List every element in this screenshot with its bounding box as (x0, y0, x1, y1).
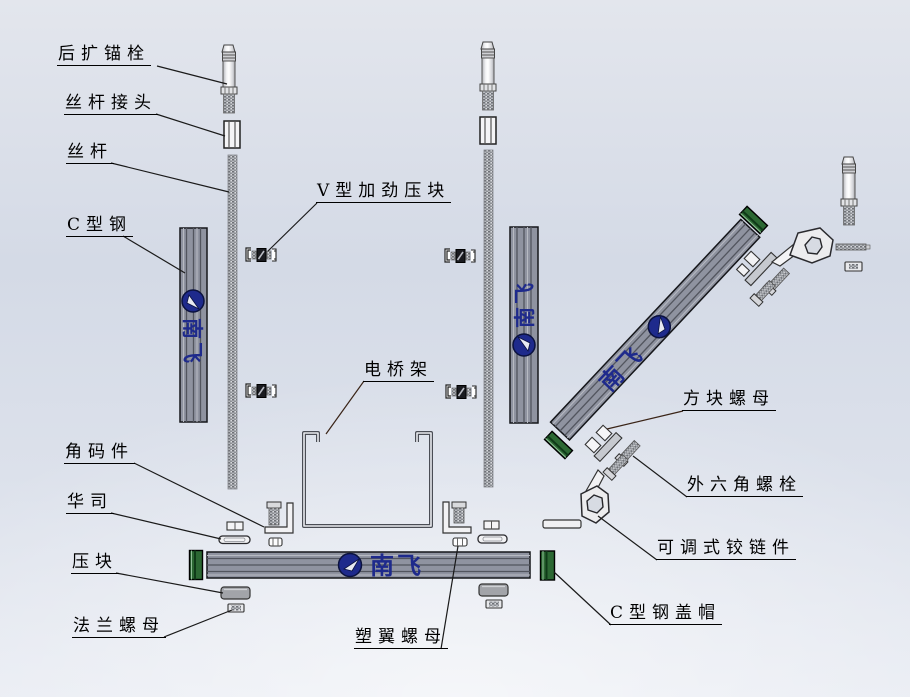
leader-adjustable-hinge (597, 515, 658, 561)
wing-nut-right (452, 537, 468, 547)
leader-hex-bolt (632, 455, 688, 498)
press-block-right (478, 583, 509, 597)
label-press-block: 压块 (71, 552, 119, 574)
label-square-nut: 方块螺母 (682, 389, 776, 411)
label-anchor-bolt: 后扩锚栓 (57, 44, 151, 66)
square-nut-lower-2 (584, 436, 602, 454)
square-nut-bottom-left (226, 521, 244, 531)
label-corner-bracket: 角码件 (64, 442, 135, 464)
label-washer: 华司 (66, 492, 114, 514)
brand-logo-horizontal: 南飞 (337, 552, 424, 580)
anchor-bolt-center (479, 41, 497, 111)
leader-square-nut (606, 410, 684, 430)
channel-cap-inclined-top (738, 205, 769, 235)
leader-flange-nut (163, 609, 233, 638)
adjustable-hinge-lower (542, 469, 610, 529)
threaded-rod-left (227, 154, 238, 490)
leader-c-channel (122, 235, 186, 274)
leader-c-channel-cap (553, 571, 612, 626)
leader-cable-tray (325, 380, 365, 435)
label-cable-tray: 电桥架 (363, 360, 434, 382)
flange-nut-right (485, 599, 503, 609)
v-clamp-set-4 (445, 384, 477, 399)
leader-wing-nut (440, 545, 459, 650)
label-c-channel-cap: C型钢盖帽 (609, 603, 723, 625)
square-nut-upper-1 (743, 250, 761, 268)
strap-plate-lower (593, 431, 623, 463)
adjustable-hinge-upper (770, 227, 834, 267)
press-block-left (220, 586, 251, 600)
label-wing-nut: 塑翼螺母 (354, 627, 448, 649)
hex-bolt-bottom-left (266, 501, 282, 526)
v-clamp-set-1 (245, 247, 277, 262)
corner-bracket-right (442, 501, 472, 534)
label-rod-connector: 丝杆接头 (64, 93, 158, 115)
corner-bracket-left (264, 502, 294, 534)
washer-left (218, 535, 251, 545)
channel-cap-inclined-bottom (543, 430, 574, 460)
washer-right (477, 534, 508, 544)
rod-connector-left (223, 120, 241, 149)
leader-lines (110, 65, 688, 650)
threaded-rod-stub-right (835, 243, 871, 251)
nut-right (844, 261, 863, 272)
label-v-clamp: V型加劲压块 (316, 181, 452, 203)
leader-press-block (115, 572, 224, 594)
cable-tray (302, 431, 433, 528)
brand-logo-text: 南飞 (513, 280, 537, 328)
square-nut-upper-2 (735, 262, 751, 278)
hex-bolt-bottom-right (451, 501, 467, 524)
brand-logo-right: 南飞 (512, 280, 537, 357)
brand-logo-inclined: 南飞 (595, 314, 672, 397)
leader-rod-connector (155, 113, 226, 137)
label-hex-bolt: 外六角螺栓 (686, 475, 803, 497)
leader-anchor-bolt (156, 65, 228, 85)
c-channel-right: 南飞 (509, 226, 539, 424)
wing-nut-left (268, 537, 283, 547)
label-threaded-rod: 丝杆 (66, 142, 114, 164)
v-clamp-set-3 (245, 383, 277, 398)
label-flange-nut: 法兰螺母 (72, 616, 166, 638)
leader-corner-bracket (133, 462, 265, 528)
threaded-rod-right (483, 149, 494, 488)
square-nut-bottom-right (483, 520, 500, 530)
v-clamp-set-2 (444, 248, 476, 263)
square-nut-lower-1 (595, 424, 613, 442)
c-channel-left: 南飞 (179, 227, 208, 423)
channel-cap-right (539, 550, 556, 581)
anchor-bolt-right (840, 156, 858, 226)
label-c-channel: C型钢 (66, 215, 134, 237)
leader-threaded-rod (110, 162, 230, 193)
channel-cap-left (188, 549, 204, 581)
strap-plate-upper (744, 251, 778, 287)
leader-washer (110, 512, 222, 540)
label-adjustable-hinge: 可调式铰链件 (656, 538, 796, 560)
brand-logo-left: 南飞 (180, 289, 205, 366)
brand-logo-text: 南飞 (370, 552, 424, 580)
hex-bolt-lower-2 (602, 453, 629, 482)
brand-logo-text: 南飞 (180, 318, 204, 366)
rod-connector-center (479, 116, 497, 145)
hex-bolt-upper-2 (749, 279, 776, 308)
leader-v-clamp (267, 202, 318, 252)
c-channel-horizontal: 南飞 (206, 551, 531, 580)
anchor-bolt-left (220, 44, 238, 114)
